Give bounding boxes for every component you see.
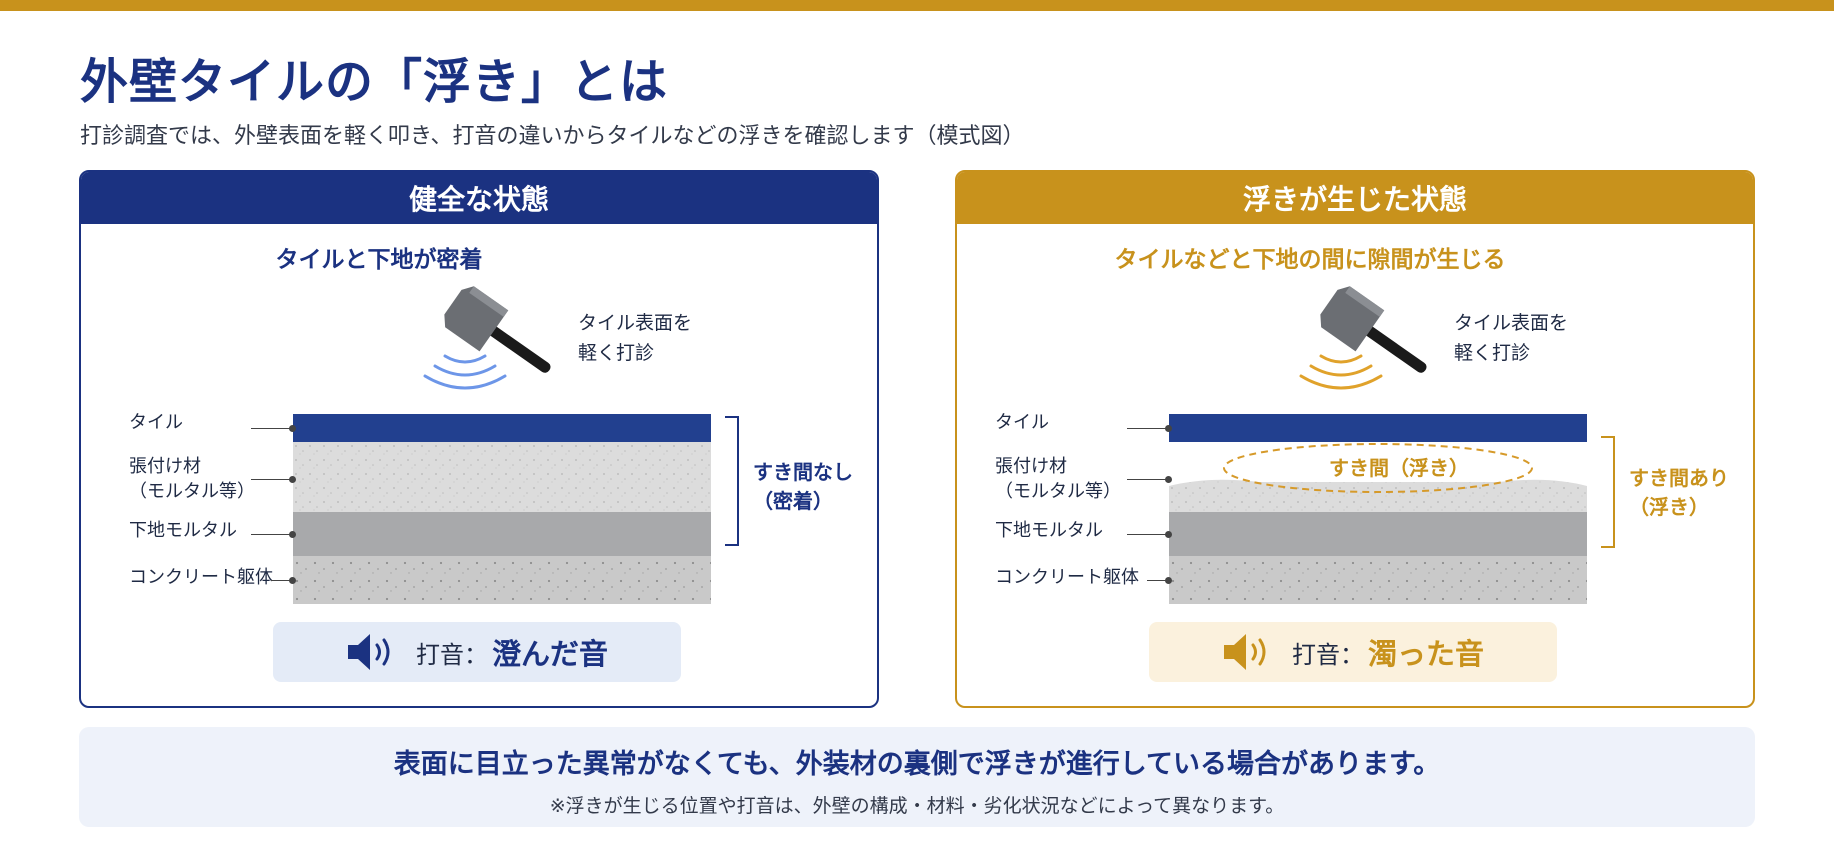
layer-label-adhesive: 張付け材 （モルタル等）	[995, 456, 1121, 502]
layer-label-tile: タイル	[129, 412, 183, 433]
leader-line	[1127, 428, 1169, 429]
bracket-label: すき間あり （浮き）	[1629, 466, 1729, 519]
page-subtitle: 打診調査では、外壁表面を軽く叩き、打音の違いからタイルなどの浮きを確認します（模…	[80, 124, 1025, 149]
sound-label: 打音：	[415, 640, 488, 669]
base-mortar-layer	[1169, 512, 1587, 556]
top-accent-bar	[0, 0, 1834, 11]
sound-result: 打音： 澄んだ音	[273, 622, 681, 682]
layer-label-base-mortar: 下地モルタル	[129, 520, 237, 541]
sound-label: 打音：	[1291, 640, 1364, 669]
leader-dot	[289, 531, 296, 538]
panel-healthy: 健全な状態 タイルと下地が密着 タイル表面を 軽く打診	[79, 170, 879, 708]
leader-line	[251, 428, 293, 429]
leader-dot	[1165, 476, 1172, 483]
sound-value: 濁った音	[1367, 637, 1484, 671]
gap-outline	[1223, 443, 1533, 493]
concrete-layer	[293, 556, 711, 604]
layer-label-base-mortar: 下地モルタル	[995, 520, 1103, 541]
concrete-layer	[1169, 556, 1587, 604]
panel-header: 健全な状態	[81, 172, 877, 224]
leader-dot	[1165, 531, 1172, 538]
leader-dot	[289, 577, 296, 584]
sound-waves-icon	[1299, 354, 1383, 390]
leader-line	[1127, 534, 1169, 535]
layer-label-tile: タイル	[995, 412, 1049, 433]
leader-line	[251, 534, 293, 535]
wall-layer-diagram	[1169, 414, 1587, 604]
gap-label: すき間（浮き）	[1329, 456, 1469, 480]
bracket	[1601, 436, 1615, 548]
sound-result: 打音： 濁った音	[1149, 622, 1557, 682]
panel-subheading: タイルなどと下地の間に隙間が生じる	[1114, 247, 1506, 273]
panel-subheading: タイルと下地が密着	[275, 247, 483, 273]
bracket	[725, 416, 739, 546]
footer-note: 表面に目立った異常がなくても、外装材の裏側で浮きが進行している場合があります。 …	[79, 727, 1755, 827]
hammer-icon	[1299, 286, 1427, 390]
hammer-note: タイル表面を 軽く打診	[578, 312, 693, 364]
leader-line	[271, 580, 293, 581]
adhesive-layer	[1169, 479, 1587, 512]
tile-layer	[1169, 414, 1587, 442]
tile-layer	[293, 414, 711, 442]
speaker-icon	[1223, 634, 1266, 670]
sound-value: 澄んだ音	[491, 637, 608, 671]
leader-dot	[1165, 425, 1172, 432]
footer-main: 表面に目立った異常がなくても、外装材の裏側で浮きが進行している場合があります。	[393, 749, 1441, 780]
leader-line	[251, 479, 293, 480]
panel-header: 浮きが生じた状態	[957, 172, 1753, 224]
leader-dot	[1165, 577, 1172, 584]
base-mortar-layer	[293, 512, 711, 556]
sound-waves-icon	[423, 354, 507, 390]
layer-label-adhesive: 張付け材 （モルタル等）	[129, 456, 255, 502]
layer-label-concrete: コンクリート躯体	[129, 567, 273, 588]
leader-line	[1147, 580, 1169, 581]
leader-line	[1127, 479, 1169, 480]
leader-dot	[289, 425, 296, 432]
adhesive-layer	[293, 442, 711, 512]
page-title: 外壁タイルの「浮き」とは	[80, 54, 669, 110]
bracket-label: すき間なし （密着）	[753, 460, 853, 513]
hammer-note: タイル表面を 軽く打診	[1454, 312, 1569, 364]
hammer-icon	[423, 286, 551, 390]
layer-label-concrete: コンクリート躯体	[995, 567, 1139, 588]
speaker-icon	[347, 634, 390, 670]
footer-sub: ※浮きが生じる位置や打音は、外壁の構成・材料・劣化状況などによって異なります。	[549, 795, 1285, 817]
panel-detached: 浮きが生じた状態 タイルなどと下地の間に隙間が生じる タイル表面を 軽く打診	[955, 170, 1755, 708]
leader-dot	[289, 476, 296, 483]
wall-layer-diagram	[293, 414, 711, 604]
